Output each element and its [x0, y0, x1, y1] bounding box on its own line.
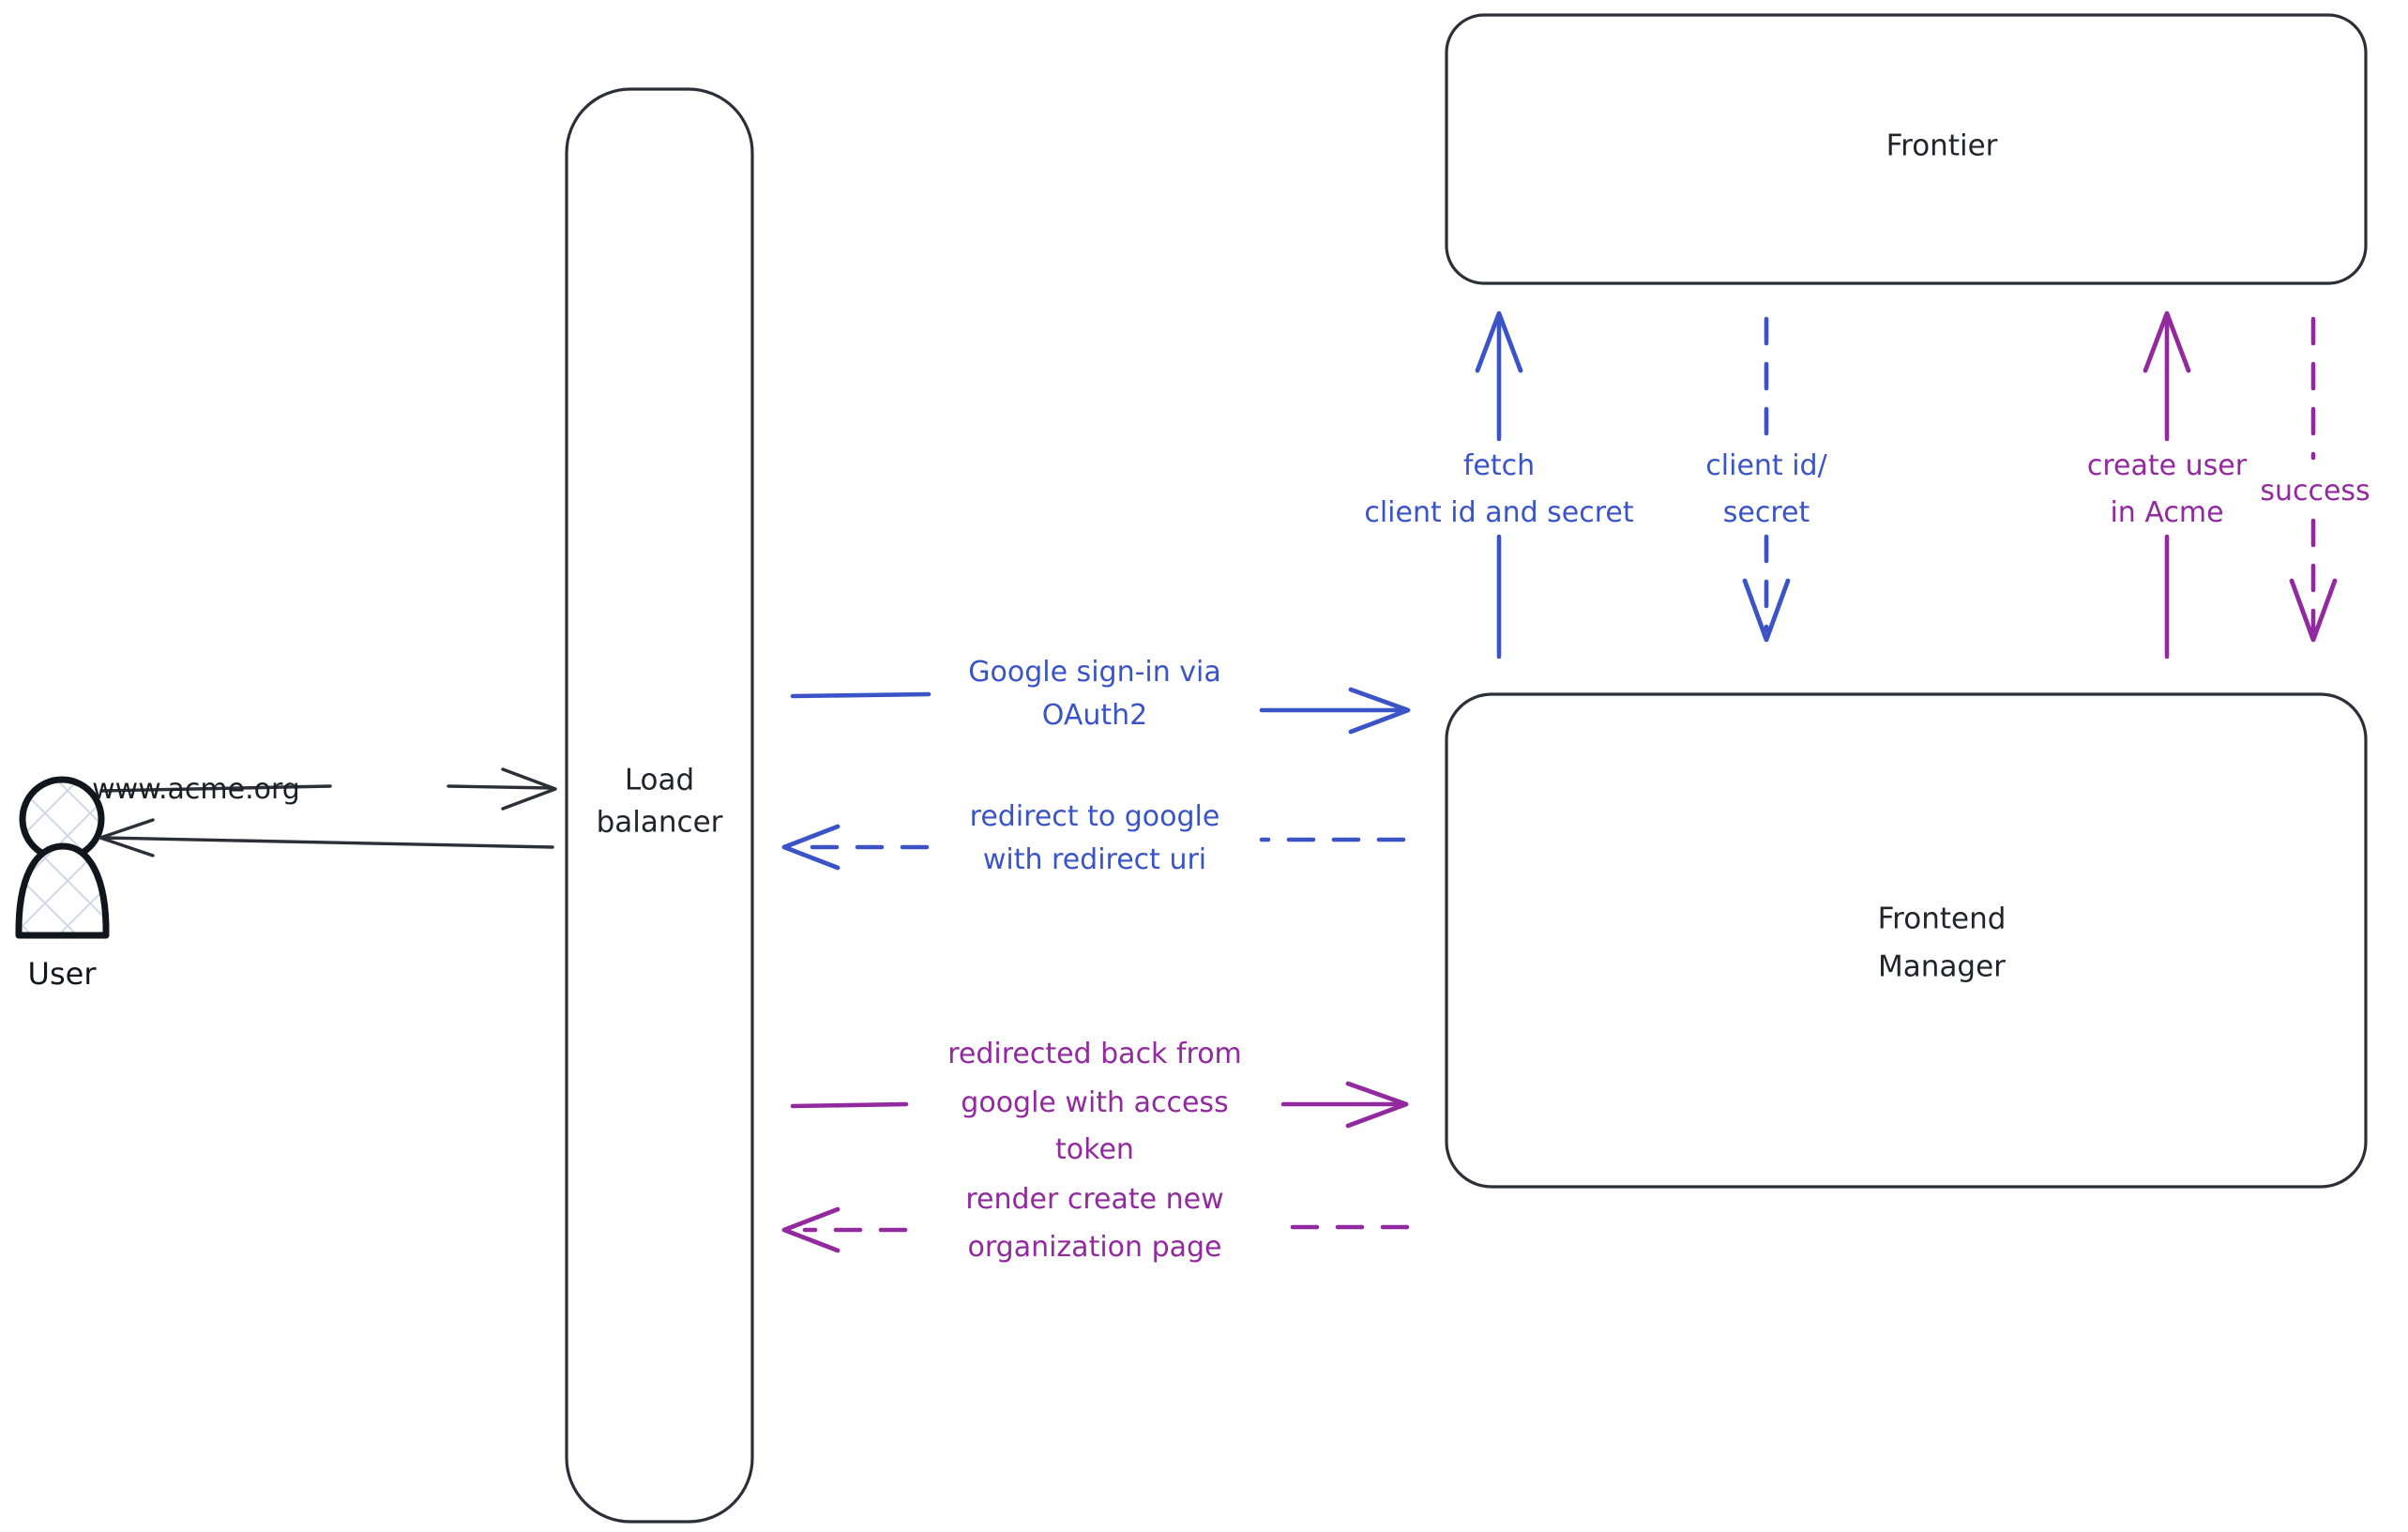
node-frontier[interactable]: Frontier [1445, 13, 2368, 285]
edge-load-balancer-to-user[interactable] [98, 818, 554, 857]
edge-render-create-org-label-line1: render create new [965, 1183, 1223, 1216]
frontier-label: Frontier [1886, 129, 1998, 163]
edge-redirect-to-google-arrowhead-icon [781, 824, 841, 871]
frontier-box [1445, 13, 2368, 285]
load-balancer-label-line1: Load [625, 764, 694, 797]
edge-success-arrowhead-icon [2289, 578, 2338, 643]
edge-render-create-org-label-line2: organization page [968, 1231, 1222, 1264]
edge-google-signin-line-left [790, 691, 931, 699]
edge-redirected-back-token-label-line2: google with access [961, 1086, 1228, 1119]
edge-client-id-secret-label-line1: client id/ [1705, 449, 1827, 482]
edge-success-label: success [2260, 475, 2370, 508]
actor-user-label: User [28, 956, 98, 992]
edge-user-to-lb-line-right [447, 784, 554, 790]
edge-success[interactable]: success [2260, 316, 2370, 643]
edge-redirected-back-token-label-line3: token [1055, 1133, 1134, 1166]
edge-redirected-back-token-arrowhead-icon [1345, 1081, 1409, 1129]
node-frontend-manager[interactable]: Frontend Manager [1445, 692, 2368, 1189]
node-load-balancer[interactable]: Load balancer [565, 87, 754, 1524]
edge-client-id-secret[interactable]: client id/ secret [1705, 316, 1828, 643]
edge-client-id-secret-arrowhead-icon [1742, 578, 1791, 643]
edge-google-signin-label-line1: Google sign-in via [968, 656, 1221, 689]
edge-fetch-client-credentials[interactable]: fetch client id and secret [1364, 311, 1634, 660]
edge-user-to-lb-arrowhead-icon [501, 767, 557, 811]
edge-fetch-client-credentials-label-line1: fetch [1463, 449, 1535, 482]
edge-redirect-to-google-label-line1: redirect to google [970, 800, 1220, 833]
edge-client-id-secret-label-line2: secret [1723, 496, 1810, 529]
edge-google-signin-arrowhead-icon [1348, 687, 1411, 735]
edge-redirected-back-token-label-line1: redirected back from [947, 1038, 1242, 1070]
edge-create-user-in-acme-label-line2: in Acme [2110, 496, 2223, 529]
edge-fetch-client-credentials-arrowhead-icon [1475, 311, 1523, 373]
edge-user-to-lb-line [99, 784, 332, 793]
edge-fetch-client-credentials-label-line2: client id and secret [1364, 496, 1634, 529]
edge-google-signin-label-line2: OAuth2 [1042, 699, 1148, 732]
load-balancer-box [565, 87, 754, 1524]
edge-create-user-in-acme-arrowhead-icon [2143, 311, 2191, 373]
edge-redirect-to-google-label-line2: with redirect uri [983, 843, 1206, 876]
edge-lb-to-user-line [101, 836, 554, 849]
edge-create-user-in-acme-label-line1: create user [2087, 449, 2248, 482]
edge-render-create-org[interactable]: render create new organization page [781, 1183, 1410, 1264]
load-balancer-label-line2: balancer [597, 806, 723, 840]
edge-redirect-to-google[interactable]: redirect to google with redirect uri [781, 800, 1406, 876]
frontend-manager-box [1445, 692, 2368, 1189]
edge-google-signin[interactable]: Google sign-in via OAuth2 [790, 656, 1411, 735]
actor-user[interactable]: User [15, 776, 110, 992]
edge-user-to-lb-label: www.acme.org [92, 773, 300, 806]
edge-redirected-back-token-line-left [790, 1101, 909, 1109]
edge-render-create-org-arrowhead-icon [781, 1206, 841, 1253]
frontend-manager-label-line2: Manager [1878, 950, 2006, 984]
edge-redirected-back-token[interactable]: redirected back from google with access … [790, 1038, 1409, 1166]
user-actor-body-icon [15, 842, 110, 939]
edge-user-to-load-balancer[interactable]: www.acme.org [92, 767, 557, 811]
edge-create-user-in-acme[interactable]: create user in Acme [2087, 311, 2248, 660]
edge-lb-to-user-arrowhead-icon [98, 818, 155, 857]
frontend-manager-label-line1: Frontend [1878, 903, 2007, 936]
